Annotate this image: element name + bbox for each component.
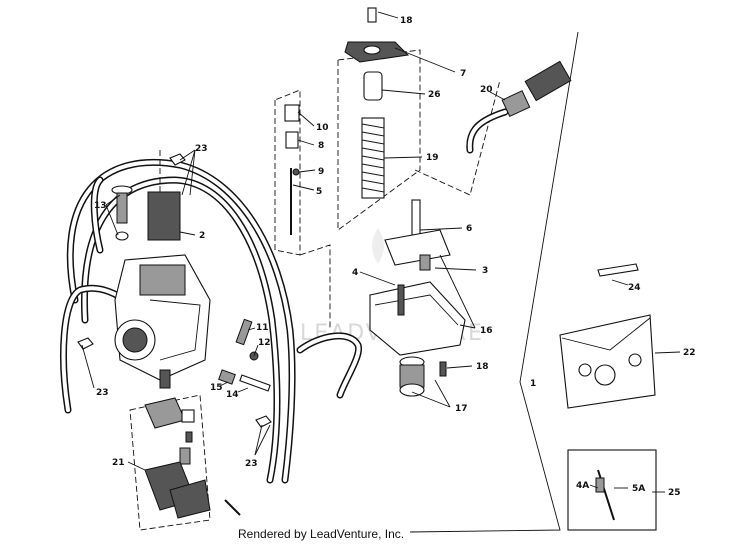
throttle-spring [361,117,385,199]
callout-16: 16 [480,326,493,336]
top-cap [344,7,410,63]
cable-clip [169,153,186,166]
callout-26: 26 [428,90,441,100]
bowl-screw [439,361,447,377]
callout-15: 15 [210,383,223,393]
hot-start-plunger [111,185,133,241]
needle-parts [284,104,300,235]
assembly-bracket-line [409,31,579,533]
throttle-cables [60,158,296,484]
needle-dash-link [299,244,331,330]
callout-12: 12 [258,338,271,348]
callout-labels: 18 7 26 20 10 23 8 9 19 5 13 2 6 4 3 24 … [94,16,696,498]
callout-22: 22 [683,348,696,358]
gasket-kit-bag [559,314,656,409]
callout-4a: 4A [576,481,589,491]
callout-7: 7 [460,69,466,79]
float-bowl [369,281,466,356]
callout-24: 24 [628,283,641,293]
callout-6: 6 [466,224,472,234]
callout-21: 21 [112,458,125,468]
footer-credit: Rendered by LeadVenture, Inc. [238,527,404,541]
callout-1: 1 [530,379,536,389]
callout-3: 3 [482,266,488,276]
carburetor-body [114,254,211,389]
pilot-screw [235,318,253,346]
callout-2: 2 [199,231,205,241]
callout-18-top: 18 [400,16,413,26]
callout-10: 10 [316,123,329,133]
callout-11: 11 [256,323,269,333]
drain-plug [399,356,425,397]
callout-23-bottom: 23 [245,459,258,469]
leader-lines [81,11,681,493]
callout-20: 20 [480,85,493,95]
callout-19: 19 [426,153,439,163]
callout-17: 17 [455,404,468,414]
callout-5a: 5A [632,484,645,494]
throttle-plate [147,191,181,241]
callout-8: 8 [318,141,324,151]
callout-5: 5 [316,187,322,197]
callout-13: 13 [94,201,107,211]
throttle-valve [384,199,451,271]
jet-needle-clip [597,263,639,277]
callout-25: 25 [668,488,681,498]
cable-elbow [466,60,572,154]
cable-clip-lower [77,337,94,350]
collar-part [363,71,383,101]
idle-spring [239,374,271,392]
float-dashed-outline [129,394,211,531]
callout-4: 4 [352,268,358,278]
cable-clip-right [255,415,272,428]
callout-23-top: 23 [195,144,208,154]
callout-14: 14 [226,390,239,400]
watermark-logo [372,228,384,264]
idle-screw [218,369,236,385]
callout-23-left: 23 [96,388,109,398]
float-assembly [144,397,241,519]
callout-18-lower: 18 [476,362,489,372]
callout-9: 9 [318,167,324,177]
